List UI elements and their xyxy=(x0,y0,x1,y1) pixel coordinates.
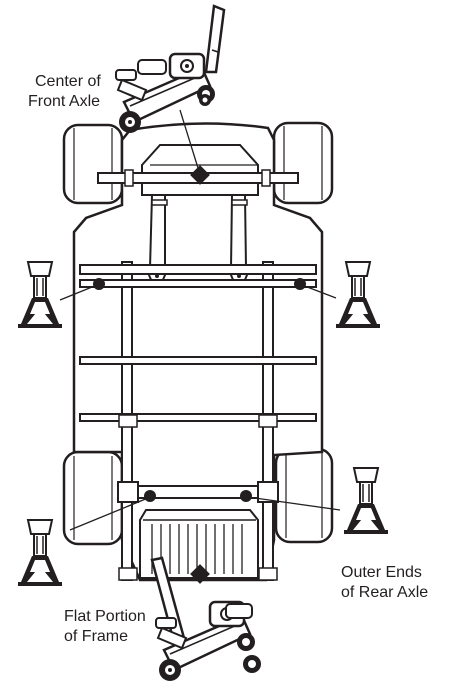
rear-tank xyxy=(139,509,259,579)
jack-stand-rear-left xyxy=(17,519,63,587)
front-axle-lift-diamond xyxy=(190,165,210,185)
control-arm-left xyxy=(148,194,166,269)
label-flat-portion-of-frame-1: Flat Portion xyxy=(64,608,146,625)
rear-right-stand-point xyxy=(240,490,252,502)
leader-lines xyxy=(59,109,341,531)
label-center-of-front-axle-1: Center of xyxy=(35,73,101,90)
tire-front-left xyxy=(62,123,124,205)
jack-stand-front-right xyxy=(335,261,381,329)
label-outer-ends-rear-axle-2: of Rear Axle xyxy=(341,584,429,601)
label-flat-portion-of-frame-2: of Frame xyxy=(64,628,129,645)
jack-stand-front-left xyxy=(17,261,63,329)
tire-rear-right xyxy=(274,447,334,544)
label-outer-ends-rear-axle-1: Outer Ends xyxy=(341,564,422,581)
jack-stand-rear-right xyxy=(343,467,389,535)
front-right-stand-point xyxy=(294,278,306,290)
tire-rear-left xyxy=(62,450,124,546)
tire-front-right xyxy=(272,121,334,205)
floor-jack-front xyxy=(114,4,226,135)
front-left-stand-point xyxy=(93,278,105,290)
control-arm-right xyxy=(229,194,248,269)
frame-crossmembers xyxy=(79,264,317,422)
label-center-of-front-axle-2: Front Axle xyxy=(28,93,101,110)
floor-jack-rear xyxy=(150,556,261,683)
rear-left-stand-point xyxy=(144,490,156,502)
